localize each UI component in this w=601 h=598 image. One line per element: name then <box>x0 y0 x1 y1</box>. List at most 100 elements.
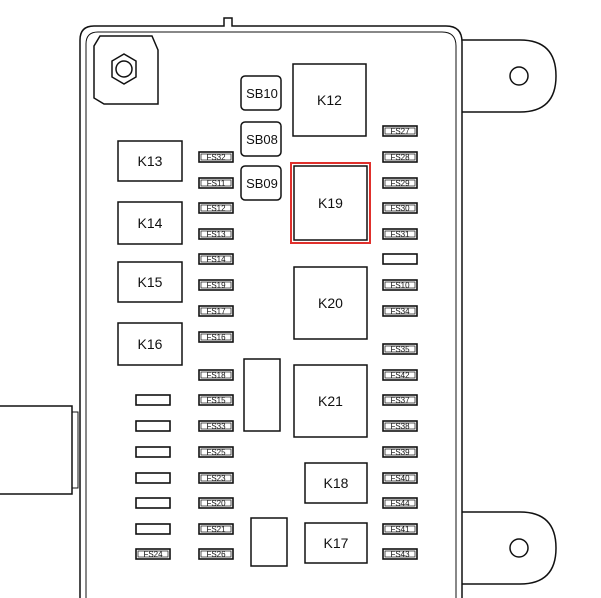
fuse-fs35-inset <box>384 345 416 353</box>
fuse-fs14: FS14 <box>198 253 234 265</box>
relay-k20-label: K20 <box>318 295 343 311</box>
fuse-fs44-body <box>382 497 418 509</box>
fuse-slot-farleft-2-body <box>135 446 171 458</box>
fuse-fs30-label: FS30 <box>390 204 410 213</box>
relay-k15-body <box>117 261 183 303</box>
fuse-sb10: SB10 <box>240 75 282 111</box>
relay-k18: K18 <box>304 462 368 504</box>
mounting-ear-top <box>462 39 557 113</box>
fuse-fs38-label: FS38 <box>390 422 410 431</box>
fuse-fs21-label: FS21 <box>206 525 226 534</box>
fuse-fs16-label: FS16 <box>206 333 226 342</box>
fuse-sb08-label: SB08 <box>246 132 278 147</box>
fuse-fs31-body <box>382 228 418 240</box>
relay-k16: K16 <box>117 322 183 366</box>
fuse-fs32-inset <box>200 153 232 161</box>
relay-k19-label: K19 <box>318 195 343 211</box>
fuse-fs42-label: FS42 <box>390 371 410 380</box>
fuse-fs32-label: FS32 <box>206 153 226 162</box>
fuse-slot-farleft-3-body <box>135 472 171 484</box>
fuse-fs10-inset <box>384 281 416 289</box>
fuse-fs31: FS31 <box>382 228 418 240</box>
fuse-slot-farleft-1-body <box>135 420 171 432</box>
fuse-fs29-label: FS29 <box>390 179 410 188</box>
fuse-fs44-label: FS44 <box>390 499 410 508</box>
relay-k17-body <box>304 522 368 564</box>
fuse-fs25-inset <box>200 448 232 456</box>
fuse-fs34: FS34 <box>382 305 418 317</box>
relay-k13-label: K13 <box>138 153 163 169</box>
blank-block-bottom <box>250 517 288 567</box>
fuse-fs20-label: FS20 <box>206 499 226 508</box>
fuse-slot-farleft-4 <box>135 497 171 509</box>
fuse-slot-farleft-4-body <box>135 497 171 509</box>
fuse-fs23: FS23 <box>198 472 234 484</box>
fuse-fs28: FS28 <box>382 151 418 163</box>
fuse-fs18-body <box>198 369 234 381</box>
fuse-fs44-inset <box>384 499 416 507</box>
fuse-sb09-label: SB09 <box>246 176 278 191</box>
fuse-fs30: FS30 <box>382 202 418 214</box>
relay-k21-label: K21 <box>318 393 343 409</box>
fuse-fs11: FS11 <box>198 177 234 189</box>
fuse-fs18: FS18 <box>198 369 234 381</box>
fuse-fs42: FS42 <box>382 369 418 381</box>
fuse-fs19-inset <box>200 281 232 289</box>
fuse-fs21-inset <box>200 525 232 533</box>
fuse-fs44: FS44 <box>382 497 418 509</box>
fuse-fs34-label: FS34 <box>390 307 410 316</box>
fuse-fs39-body <box>382 446 418 458</box>
fuse-fs29: FS29 <box>382 177 418 189</box>
fuse-fs15-inset <box>200 396 232 404</box>
fuse-fs17: FS17 <box>198 305 234 317</box>
fuse-slot-farleft-0 <box>135 394 171 406</box>
relay-k21-body <box>293 364 368 438</box>
fuse-fs14-inset <box>200 255 232 263</box>
left-bracket <box>0 405 73 495</box>
fuse-fs12-label: FS12 <box>206 204 226 213</box>
fuse-fs40-label: FS40 <box>390 474 410 483</box>
fuse-fs33-body <box>198 420 234 432</box>
fuse-fs31-label: FS31 <box>390 230 410 239</box>
fuse-fs27-label: FS27 <box>390 127 410 136</box>
fuse-sb08-body <box>240 121 282 157</box>
fuse-fs41-label: FS41 <box>390 525 410 534</box>
fuse-fs26-label: FS26 <box>206 550 226 559</box>
fuse-fs15-body <box>198 394 234 406</box>
fuse-fs12-body <box>198 202 234 214</box>
fuse-slot-right-5 <box>382 253 418 265</box>
fuse-fs21: FS21 <box>198 523 234 535</box>
fuse-fs32: FS32 <box>198 151 234 163</box>
fuse-fs43-label: FS43 <box>390 550 410 559</box>
fuse-fs33: FS33 <box>198 420 234 432</box>
fuse-fs14-label: FS14 <box>206 255 226 264</box>
fuse-slot-farleft-5 <box>135 523 171 535</box>
relay-k14-label: K14 <box>138 215 163 231</box>
fuse-fs39: FS39 <box>382 446 418 458</box>
fuse-slot-right-5-body <box>382 253 418 265</box>
fuse-fs26-body <box>198 548 234 560</box>
relay-k19-body <box>293 165 368 241</box>
fuse-fs25: FS25 <box>198 446 234 458</box>
fuse-fs23-inset <box>200 474 232 482</box>
fuse-fs40-body <box>382 472 418 484</box>
fuse-fs11-body <box>198 177 234 189</box>
fuse-fs10-body <box>382 279 418 291</box>
fuse-fs17-body <box>198 305 234 317</box>
fuse-fs34-body <box>382 305 418 317</box>
fuse-fs20-inset <box>200 499 232 507</box>
relay-k18-body <box>304 462 368 504</box>
relay-k17-label: K17 <box>324 535 349 551</box>
mounting-ear-bottom <box>462 511 557 585</box>
fuse-fs23-label: FS23 <box>206 474 226 483</box>
fuse-fs19: FS19 <box>198 279 234 291</box>
fuse-fs32-body <box>198 151 234 163</box>
fuse-fs38-inset <box>384 422 416 430</box>
fuse-fs35: FS35 <box>382 343 418 355</box>
fuse-fs41-body <box>382 523 418 535</box>
fuse-fs17-label: FS17 <box>206 307 226 316</box>
fuse-fs24-inset <box>137 550 169 558</box>
fuse-fs39-inset <box>384 448 416 456</box>
fuse-fs40: FS40 <box>382 472 418 484</box>
fuse-fs30-inset <box>384 204 416 212</box>
